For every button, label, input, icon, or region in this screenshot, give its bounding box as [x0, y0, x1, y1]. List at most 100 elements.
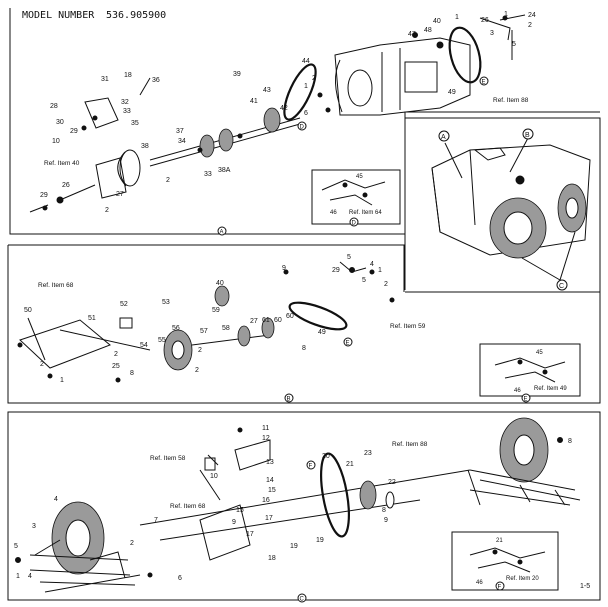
- callout-d-marker: [297, 121, 307, 131]
- part-label: 17: [246, 531, 254, 538]
- part-label: 18: [268, 555, 276, 562]
- inset-marker: E: [524, 397, 528, 403]
- inset-part-label: 46: [514, 388, 521, 394]
- middle-panel: 50 53 52 51 55 54 56 40 57 58 59 9 2 25 …: [17, 254, 581, 403]
- part-label: 52: [120, 301, 128, 308]
- part-label: 27: [250, 318, 258, 325]
- callout-d-label: D: [300, 125, 305, 131]
- callout-e-label: E: [346, 341, 350, 347]
- overview-callout-b: B: [525, 132, 530, 139]
- part-label: 6: [304, 110, 308, 117]
- part-label: 5: [14, 543, 18, 550]
- inset-part-label: 46: [476, 580, 483, 586]
- part-label: 35: [131, 120, 139, 127]
- part-label: 5: [362, 277, 366, 284]
- part-label: 54: [140, 342, 148, 349]
- part-label: 31: [101, 76, 109, 83]
- inset-part-label: 21: [496, 538, 503, 544]
- part-label: 1: [378, 267, 382, 274]
- ref-item-label: Ref. Item 59: [390, 323, 426, 330]
- inset-ref-label: Ref. Item 49: [534, 386, 567, 392]
- part-label: 41: [250, 98, 258, 105]
- part-label: 49: [448, 89, 456, 96]
- top-part-labels: 18 36 31 28 32 33 30 35 29 10 37 34 38 3…: [40, 11, 536, 214]
- part-label: 40: [433, 18, 441, 25]
- part-label: 28: [50, 103, 58, 110]
- overview-callout-c: C: [559, 283, 564, 290]
- overview-callout-a: A: [441, 134, 446, 141]
- callout-c-label: C: [300, 597, 305, 603]
- part-label: 9: [282, 265, 286, 272]
- part-label: 3: [32, 523, 36, 530]
- inset-part-label: 45: [536, 350, 543, 356]
- part-label: 19: [290, 543, 298, 550]
- part-label: 8: [302, 345, 306, 352]
- part-label: 36: [152, 77, 160, 84]
- part-label: 49: [318, 329, 326, 336]
- part-label: 53: [162, 299, 170, 306]
- part-label: 60: [286, 313, 294, 320]
- part-label: 38A: [218, 167, 231, 174]
- callout-b-marker: [284, 393, 294, 403]
- part-label: 24: [528, 12, 536, 19]
- part-label: 19: [316, 537, 324, 544]
- part-label: 2: [114, 351, 118, 358]
- part-label: 2: [384, 281, 388, 288]
- part-label: 8: [130, 370, 134, 377]
- part-label: 1: [60, 377, 64, 384]
- part-label: 1: [504, 11, 508, 18]
- bottom-part-labels: 11 12 13 14 15 16 10 17 18 19 19 20 21 2…: [14, 425, 572, 582]
- part-label: 3: [490, 30, 494, 37]
- part-label: 32: [121, 99, 129, 106]
- part-label: 15: [268, 487, 276, 494]
- part-label: 29: [332, 267, 340, 274]
- part-label: 51: [88, 315, 96, 322]
- part-label: 50: [24, 307, 32, 314]
- part-label: 14: [266, 477, 274, 484]
- part-label: 47: [408, 31, 416, 38]
- part-label: 2: [166, 177, 170, 184]
- part-label: 59: [212, 307, 220, 314]
- part-label: 16: [262, 497, 270, 504]
- part-label: 38: [141, 143, 149, 150]
- top-panel: 18 36 31 28 32 33 30 35 29 10 37 34 38 3…: [29, 11, 536, 236]
- ref-item-label: Ref. Item 40: [44, 160, 80, 167]
- part-label: 17: [265, 515, 273, 522]
- inset-part-label: 45: [356, 174, 363, 180]
- bottom-panel: 11 12 13 14 15 16 10 17 18 19 19 20 21 2…: [14, 417, 581, 603]
- ref-item-label: Ref. Item 88: [392, 441, 428, 448]
- part-label: 10: [210, 473, 218, 480]
- part-label: 1: [455, 14, 459, 21]
- part-label: 4: [370, 261, 374, 268]
- part-label: 29: [40, 192, 48, 199]
- part-label: 55: [158, 337, 166, 344]
- part-label: 30: [56, 119, 64, 126]
- part-label: 2: [130, 540, 134, 547]
- part-label: 34: [178, 138, 186, 145]
- overview-panel: A B C: [431, 128, 591, 291]
- part-label: 5: [512, 41, 516, 48]
- part-label: 8: [568, 438, 572, 445]
- part-label: 8: [382, 507, 386, 514]
- part-label: 33: [123, 108, 131, 115]
- part-label: 1: [16, 573, 20, 580]
- part-label: 33: [204, 171, 212, 178]
- callout-c-marker: [297, 593, 307, 603]
- callout-f-label: F: [309, 464, 313, 470]
- callout-a-label: A: [220, 230, 224, 236]
- middle-part-labels: 50 53 52 51 55 54 56 40 57 58 59 9 2 25 …: [24, 254, 388, 384]
- part-label: 57: [200, 328, 208, 335]
- part-label: 15: [236, 507, 244, 514]
- part-label: 43: [263, 87, 271, 94]
- inset-marker: F: [498, 585, 502, 591]
- ref-item-label: Ref. Item 88: [493, 97, 529, 104]
- part-label: 22: [388, 479, 396, 486]
- part-label: 37: [176, 128, 184, 135]
- top-inset-box: 45 46 Ref. Item 64 D: [311, 169, 401, 227]
- ref-item-label: Ref. Item 58: [150, 455, 186, 462]
- inset-marker: D: [352, 221, 357, 227]
- callout-b-label: B: [287, 397, 291, 403]
- part-label: 39: [233, 71, 241, 78]
- part-label: 12: [262, 435, 270, 442]
- part-label: 18: [124, 72, 132, 79]
